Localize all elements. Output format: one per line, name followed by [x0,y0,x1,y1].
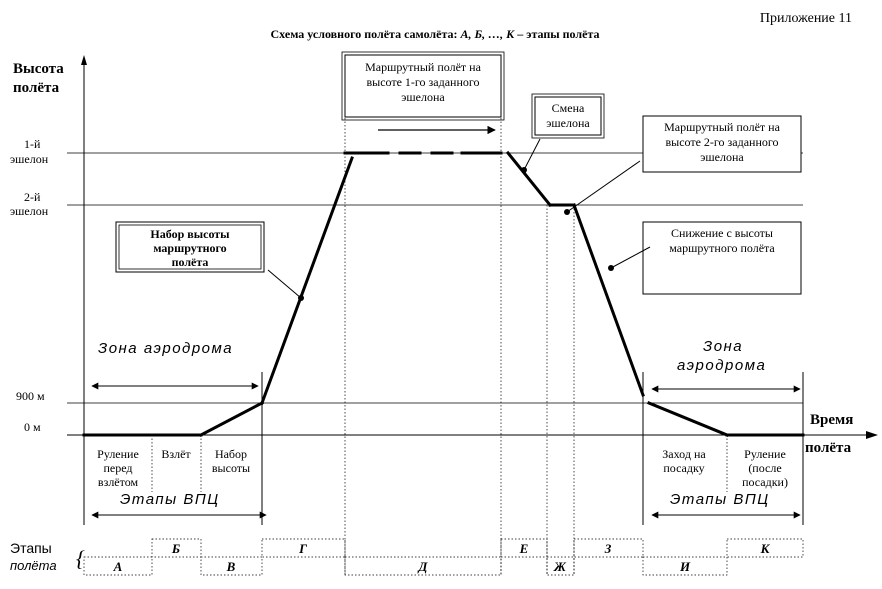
callout-climb-line1: Набор высоты [150,227,230,241]
phase-approach-2: посадку [663,461,704,475]
callout-cruise2-line3: эшелона [700,150,744,164]
dotted-separators [151,62,728,575]
callout-cruise2-pointer [566,160,641,213]
zone-right-label-1: Зона [703,338,743,355]
callout-cruise1-line3: эшелона [401,90,445,104]
y-axis-arrow-icon [81,55,87,65]
phase-approach-1: Заход на [662,447,706,461]
vpc-left-label: Этапы ВПЦ [120,491,220,508]
stages-label-1: Этапы [10,540,52,556]
x-axis-arrow-icon [866,431,878,439]
phase-taxi-out-1: Руление [97,447,139,461]
x-axis-label-1: Время [810,412,853,428]
y-axis-label-1: Высота [13,61,64,77]
stage-zh: Ж [553,559,567,574]
stages-label-2: полёта [10,558,57,573]
callout-descent-line2: маршрутного полёта [669,241,775,255]
callout-cruise1-box [344,54,502,118]
callout-climb-box [115,221,265,273]
zone-left-label: Зона аэродрома [98,340,233,357]
stage-g: Г [298,541,307,556]
m0-label: 0 м [24,420,41,434]
phase-climb-2: высоты [212,461,250,475]
m900-label: 900 м [16,389,45,403]
callout-climb-line3: полёта [172,255,209,269]
phase-taxi-out-3: взлётом [98,475,139,489]
y-axis-label-2: полёта [13,80,60,96]
echelon1-label-1: 1-й [24,137,41,151]
callout-climb-box-inner [118,224,262,270]
callout-cruise1-line1: Маршрутный полёт на [365,60,481,74]
callout-descent-box [642,221,802,295]
echelon2-label-2: эшелон [10,204,49,218]
zone-right-label-2: аэродрома [677,357,766,374]
callout-descent-dot [608,265,614,271]
callout-cruise1-box-inner [341,51,505,121]
echelon1-label-2: эшелон [10,152,49,166]
callout-climb-pointer [267,269,302,299]
callout-change-pointer [523,138,541,171]
phase-taxi-out-2: перед [103,461,132,475]
callout-change-line2: эшелона [546,116,590,130]
stage-b: Б [171,541,180,556]
stage-z: З [604,541,612,556]
callout-descent-line1: Снижение с высоты [671,226,773,240]
callout-descent-pointer [610,246,651,269]
stages-brace-icon: { [76,546,85,571]
callout-climb-dot [298,295,304,301]
callout-cruise2-line2: высоте 2-го заданного [665,135,778,149]
phase-climb-1: Набор [215,447,247,461]
callout-change-box [534,96,602,136]
flight-profile [82,150,805,438]
stage-v: В [226,559,236,574]
stage-k: К [760,541,771,556]
phase-takeoff: Взлёт [161,447,191,461]
phase-taxi-in-3: посадки) [742,475,788,489]
diagram-title: Схема условного полёта самолёта: А, Б, …… [271,27,600,41]
stage-d: Д [418,559,429,574]
callout-cruise2-box [642,115,802,173]
stage-i: И [679,559,691,574]
callout-cruise2-line1: Маршрутный полёт на [664,120,780,134]
x-axis-label-2: полёта [805,440,852,456]
callout-cruise2-dot [564,209,570,215]
stage-a: А [113,559,123,574]
echelon2-label-1: 2-й [24,190,41,204]
stages-bottom-strip [83,556,728,576]
phase-taxi-in-2: (после [748,461,781,475]
callout-change-box-inner [531,93,605,139]
phase-taxi-in-1: Руление [744,447,786,461]
callout-climb-line2: маршрутного [153,241,226,255]
callout-change-dot [521,167,527,173]
appendix-label: Приложение 11 [760,11,852,26]
stages-top-strip [151,538,804,558]
callout-change-line1: Смена [552,101,585,115]
callout-cruise1-line2: высоте 1-го заданного [366,75,479,89]
stage-e: Е [519,541,529,556]
vpc-right-label: Этапы ВПЦ [670,491,770,508]
